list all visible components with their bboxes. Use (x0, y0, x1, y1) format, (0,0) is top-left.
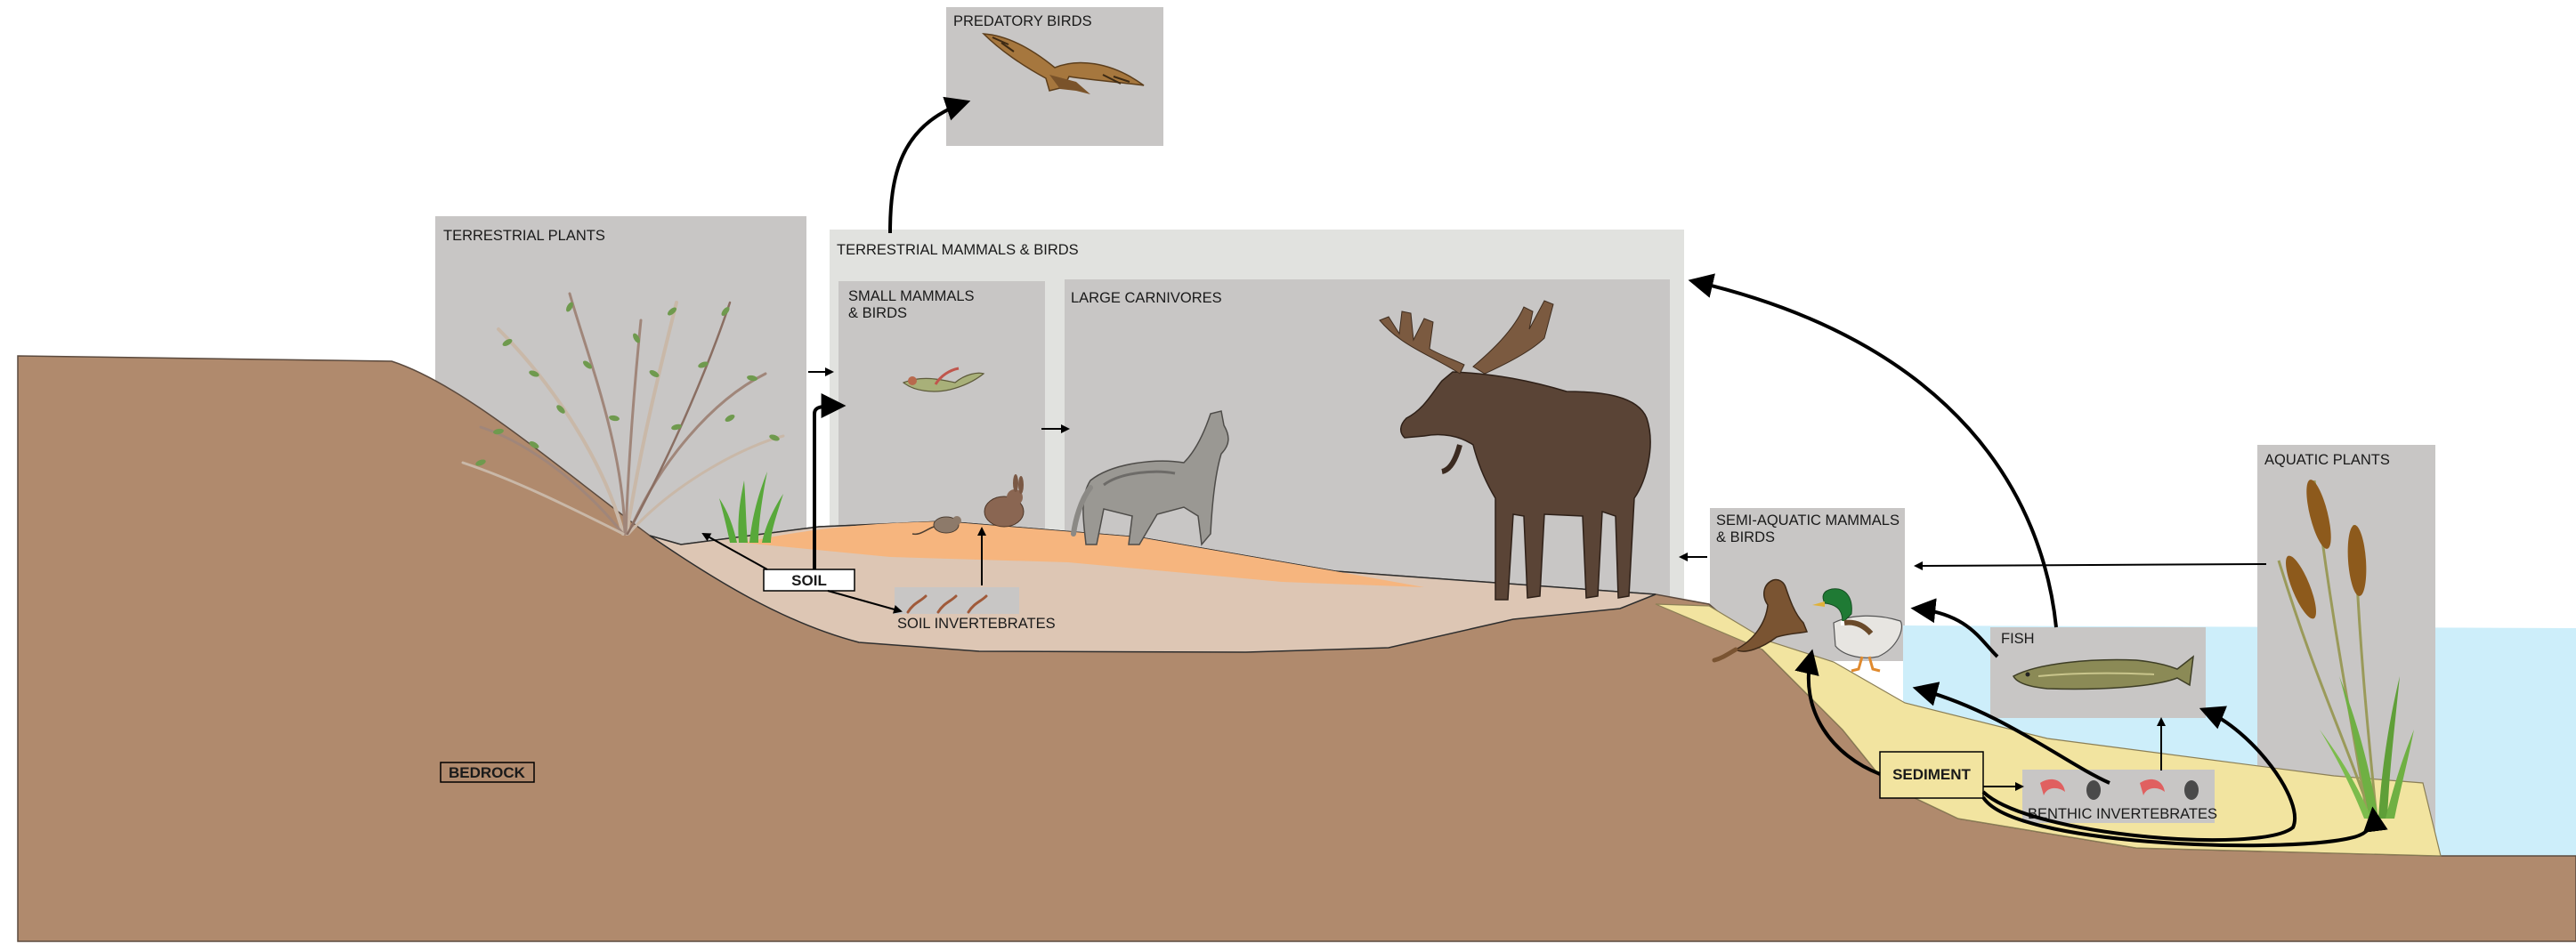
predatory-birds-label: PREDATORY BIRDS (953, 13, 1092, 29)
semi-aquatic-label-2: & BIRDS (1716, 529, 1775, 545)
terrestrial-mammals-label: TERRESTRIAL MAMMALS & BIRDS (837, 242, 1079, 258)
terrestrial-plants-label: TERRESTRIAL PLANTS (443, 228, 605, 244)
aquatic-plants-label: AQUATIC PLANTS (2264, 452, 2390, 468)
soil-invertebrates-panel (895, 587, 1019, 614)
soil-label: SOIL (791, 572, 827, 589)
small-mammals-label-2: & BIRDS (848, 305, 907, 321)
large-carnivores-label: LARGE CARNIVORES (1071, 290, 1222, 306)
benthic-invertebrates-label: BENTHIC INVERTEBRATES (2028, 806, 2217, 822)
small-mammals-label-1: SMALL MAMMALS (848, 288, 975, 304)
bedrock-label: BEDROCK (449, 764, 526, 781)
semi-aquatic-label-1: SEMI-AQUATIC MAMMALS (1716, 512, 1900, 528)
arrow-aquatic-to-semi (1916, 564, 2266, 566)
sediment-label: SEDIMENT (1892, 766, 1971, 783)
soil-invertebrates-label: SOIL INVERTEBRATES (897, 616, 1056, 632)
fish-label: FISH (2001, 631, 2035, 647)
